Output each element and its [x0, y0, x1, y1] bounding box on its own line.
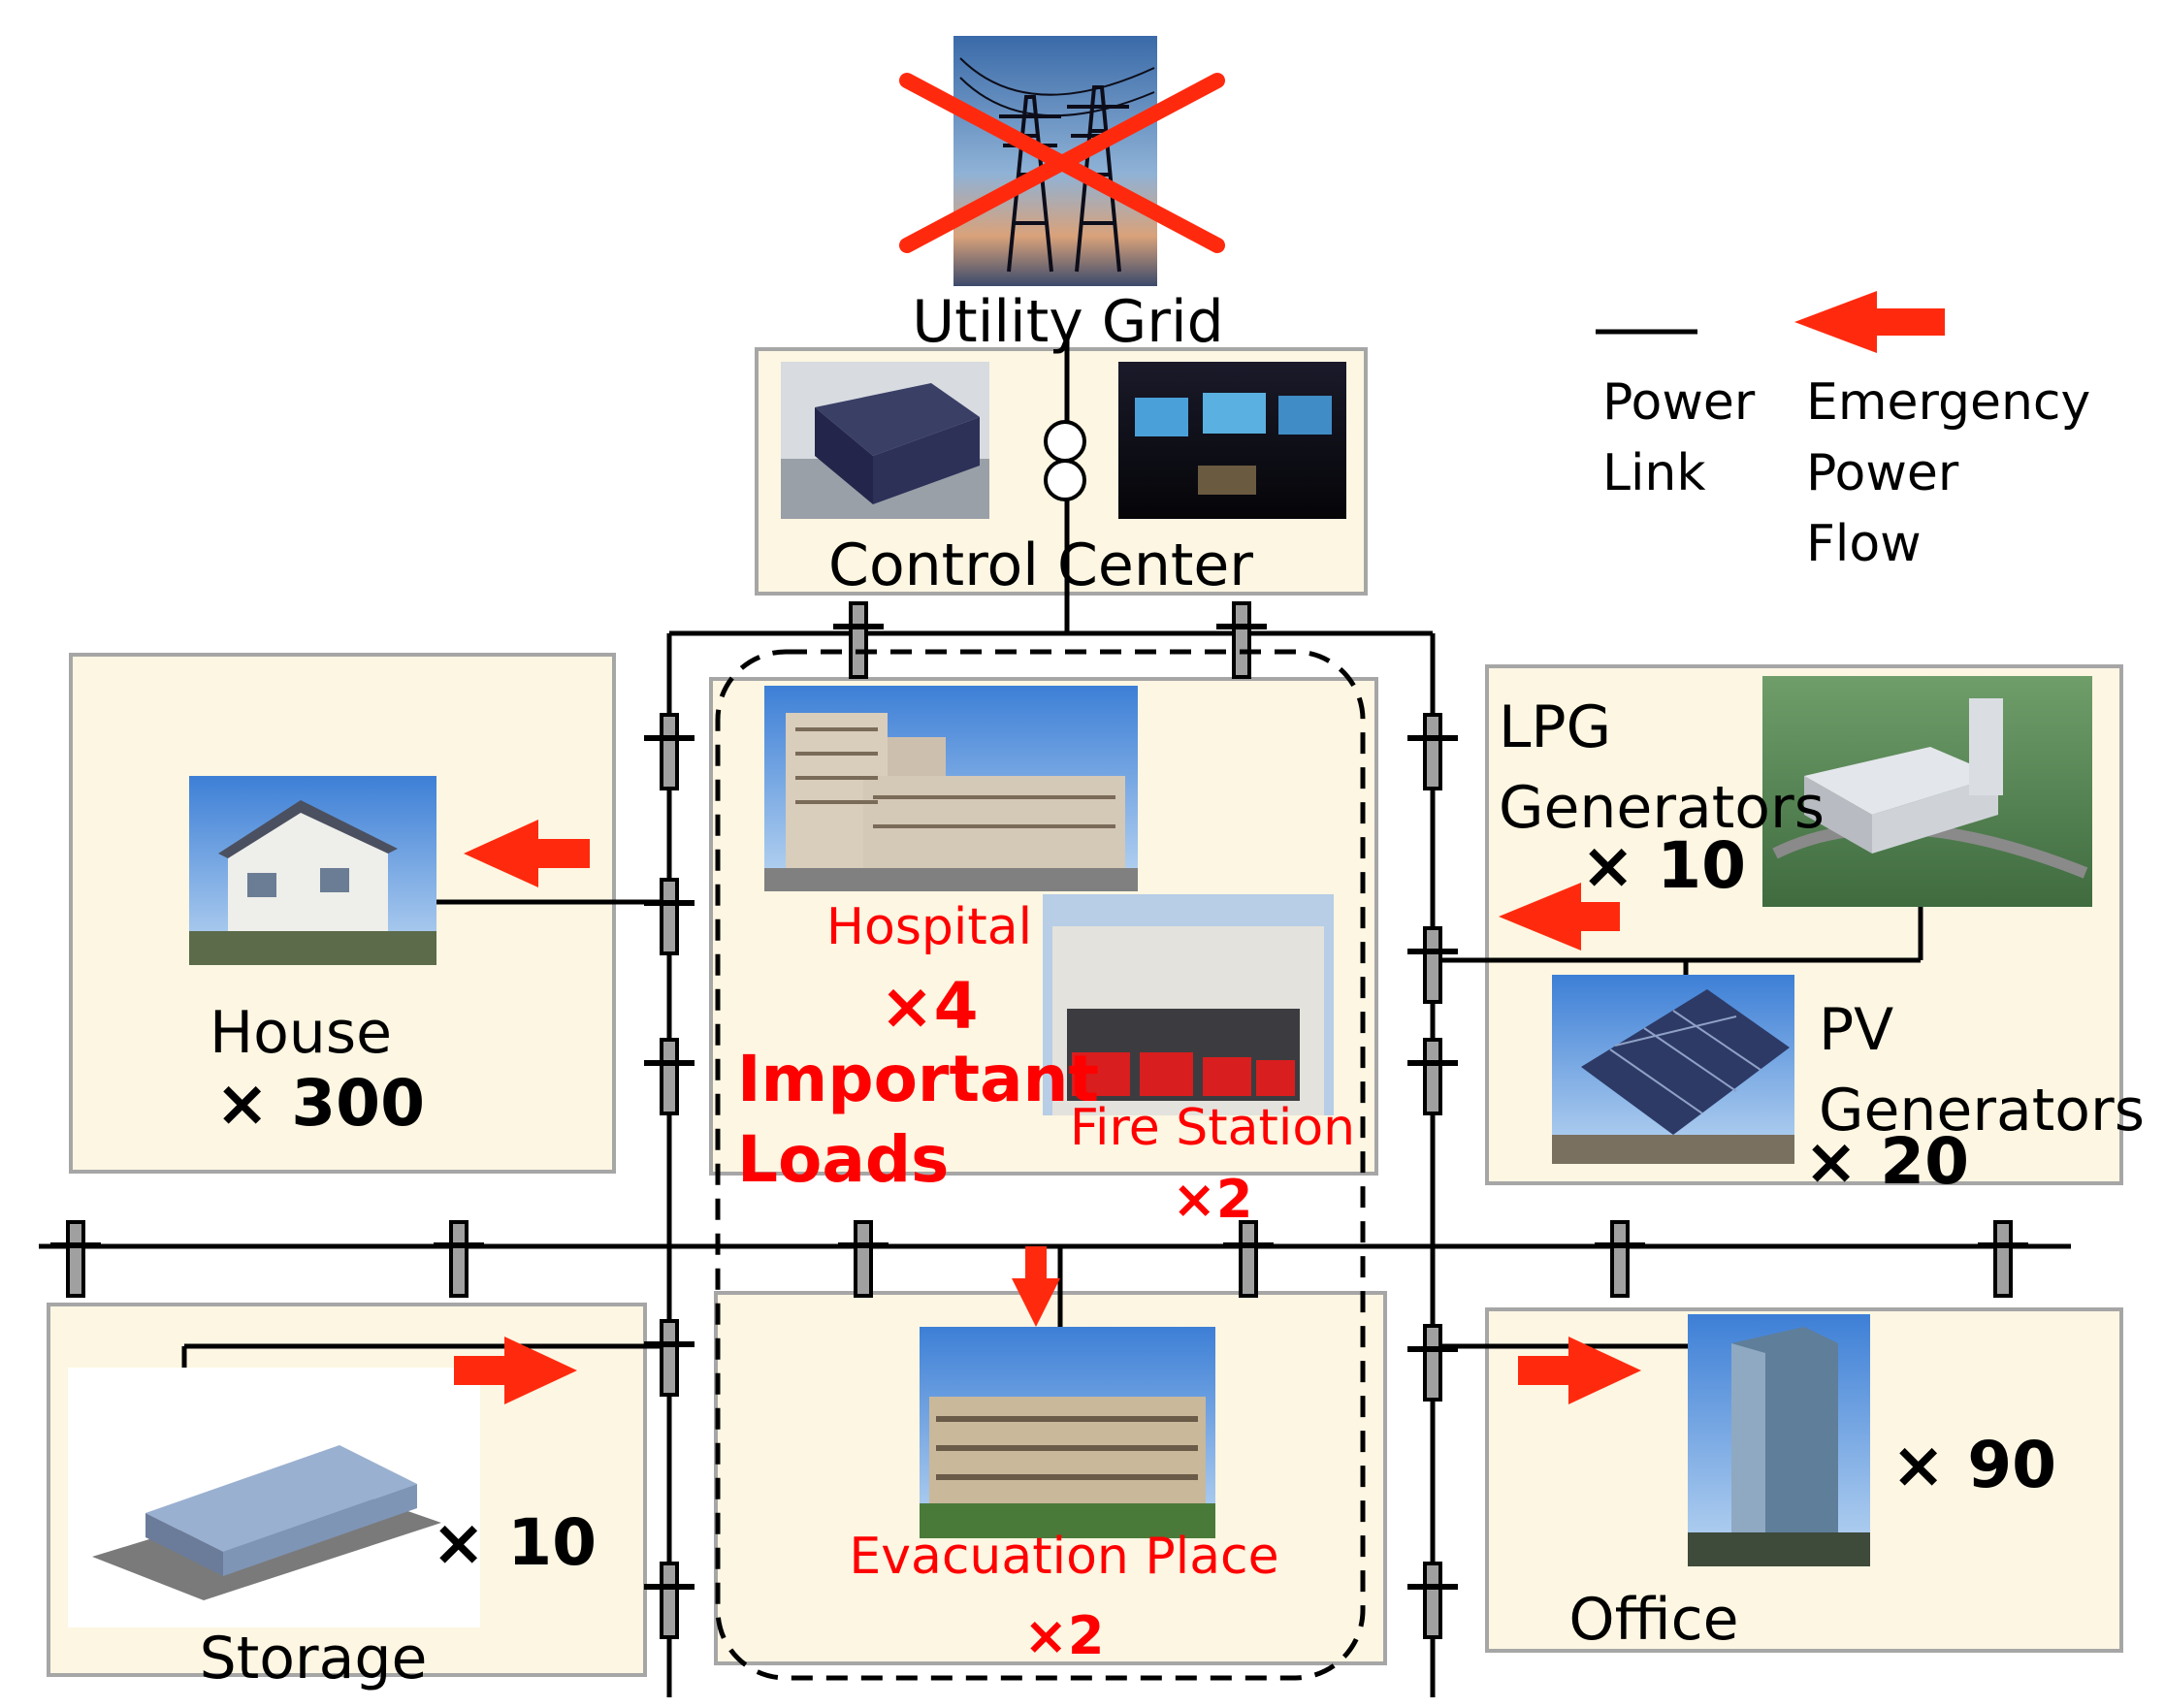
legend-flow-label: Flow: [1806, 515, 1922, 573]
utility-grid: Utility Grid: [899, 36, 1225, 356]
office-count: × 90: [1891, 1428, 2056, 1502]
legend-power-label: Power: [1602, 373, 1756, 432]
breaker-left-5: [644, 1562, 695, 1639]
house-label: House: [210, 999, 392, 1067]
breaker-left-3: [644, 1038, 695, 1115]
storage-count: × 10: [432, 1505, 597, 1580]
evacuation-emergency-arrow: [1012, 1246, 1060, 1327]
house-photo: [189, 776, 436, 965]
lpg-emergency-arrow: [1499, 883, 1620, 951]
lpg-label-2: Generators: [1499, 774, 1825, 842]
fire-station-photo: [1043, 894, 1334, 1115]
breaker-cc-left: [833, 601, 884, 679]
office: × 90 Office: [1518, 1314, 2056, 1654]
hospital-fire-station: Hospital ×4 Important Loads Fire Station…: [737, 686, 1355, 1230]
office-label: Office: [1568, 1586, 1738, 1654]
fire-station-label: Fire Station: [1070, 1099, 1355, 1157]
legend-emergency-label: Emergency: [1806, 373, 2090, 432]
house-emergency-arrow: [464, 820, 590, 887]
breakers: [50, 601, 2028, 1639]
control-center-label: Control Center: [828, 532, 1253, 599]
breaker-right-2: [1407, 926, 1458, 1004]
hospital-count: ×4: [880, 969, 978, 1044]
breaker-cc-right: [1216, 601, 1267, 679]
pv-label-2: Generators: [1819, 1077, 2145, 1144]
operations-room-photo: [1118, 362, 1346, 519]
pv-count: × 20: [1804, 1124, 1969, 1199]
control-center: Control Center: [781, 362, 1346, 599]
breaker-left-2: [644, 878, 695, 955]
utility-grid-label: Utility Grid: [912, 288, 1223, 356]
breaker-right-3: [1407, 1038, 1458, 1115]
lpg-label-1: LPG: [1499, 693, 1611, 761]
breaker-right-4: [1407, 1324, 1458, 1402]
breaker-bus-1: [50, 1220, 101, 1298]
breaker-bus-6: [1978, 1220, 2028, 1298]
evacuation-count: ×2: [1024, 1605, 1105, 1666]
server-room-photo: [781, 362, 989, 519]
power-links: [39, 339, 2071, 1697]
lpg-count: × 10: [1581, 828, 1746, 903]
breaker-right-1: [1407, 713, 1458, 790]
important-loads-title-2: Loads: [737, 1122, 949, 1197]
breaker-bus-3: [838, 1220, 889, 1298]
house: House × 300: [189, 776, 590, 1141]
breaker-bus-4: [1223, 1220, 1274, 1298]
fire-station-count: ×2: [1173, 1169, 1253, 1230]
breaker-bus-5: [1595, 1220, 1645, 1298]
lpg-plant-photo: [1762, 676, 2092, 907]
breaker-bus-2: [434, 1220, 484, 1298]
evacuation-photo: [920, 1327, 1215, 1538]
storage-photo: [68, 1368, 480, 1627]
hospital-photo: [764, 686, 1138, 891]
storage-emergency-arrow: [454, 1337, 577, 1404]
storage-label: Storage: [200, 1625, 428, 1692]
hospital-label: Hospital: [826, 898, 1032, 956]
storage: × 10 Storage: [68, 1337, 597, 1692]
legend-link-label: Link: [1602, 444, 1706, 502]
legend-emergency-arrow: [1794, 291, 1945, 353]
important-loads-title-1: Important: [737, 1042, 1099, 1116]
legend-power2-label: Power: [1806, 444, 1959, 502]
breaker-left-1: [644, 713, 695, 790]
office-photo: [1688, 1314, 1870, 1566]
evacuation-place: Evacuation Place ×2: [849, 1246, 1279, 1666]
pv-label-1: PV: [1819, 996, 1893, 1064]
evacuation-label: Evacuation Place: [849, 1528, 1278, 1586]
lpg-pv-generators: LPG Generators × 10 PV Generators × 20: [1499, 676, 2145, 1199]
pv-panel-photo: [1552, 975, 1794, 1164]
legend: Power Link Emergency Power Flow: [1596, 291, 2090, 573]
breaker-left-4: [644, 1319, 695, 1397]
breaker-right-5: [1407, 1562, 1458, 1639]
office-emergency-arrow: [1518, 1337, 1641, 1404]
transformer-icon: [1044, 420, 1086, 463]
house-count: × 300: [215, 1066, 425, 1141]
important-loads-region: [715, 649, 1366, 1681]
